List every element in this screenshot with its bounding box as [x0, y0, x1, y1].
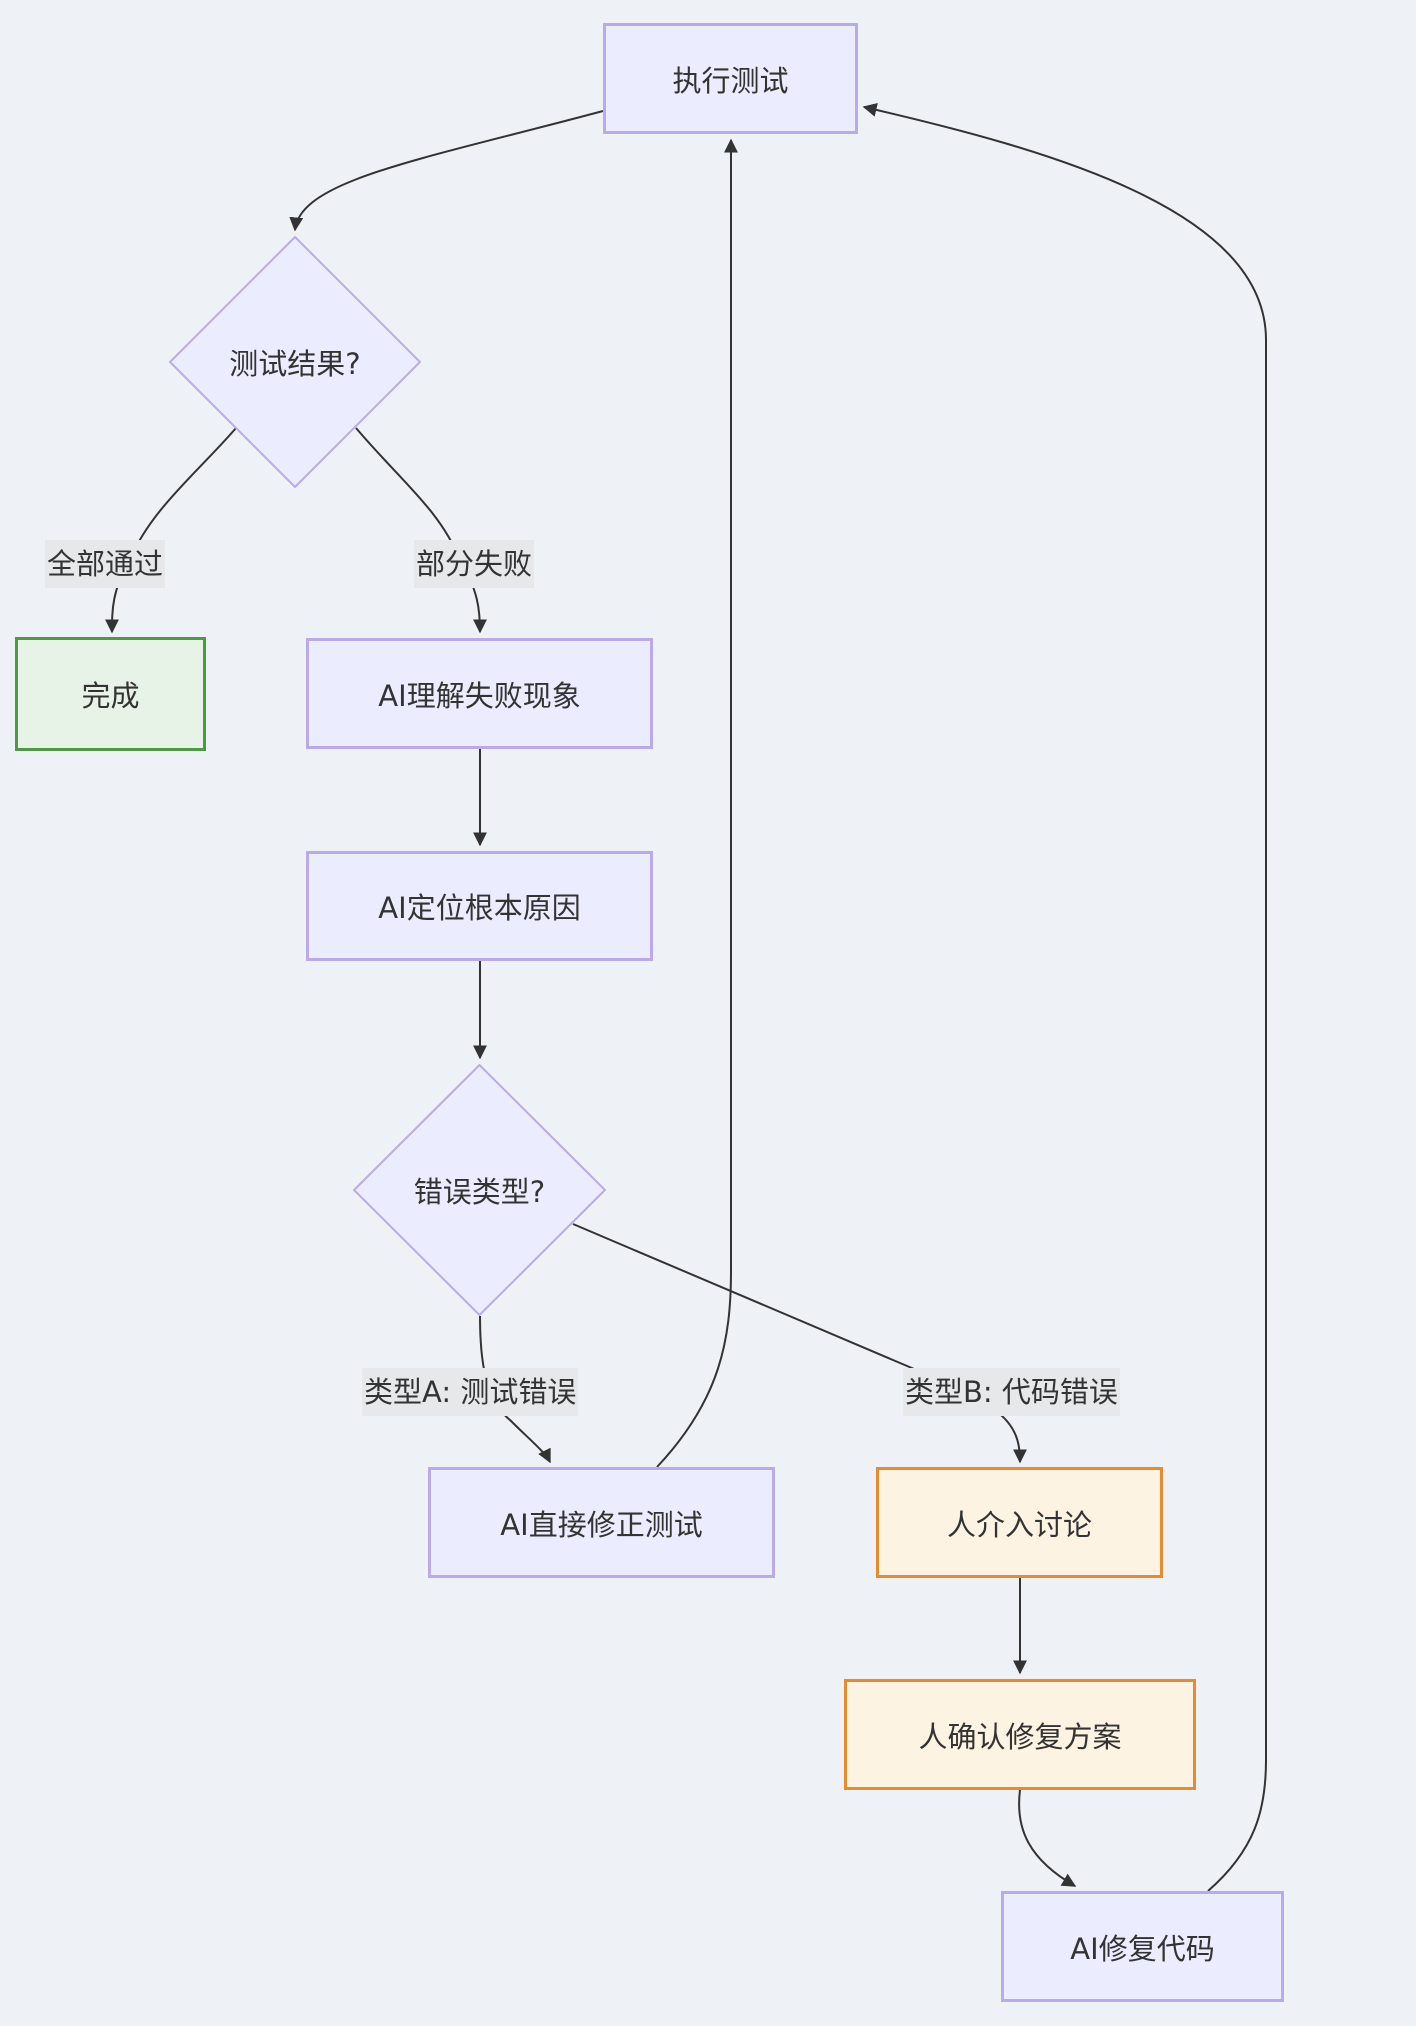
edge-label-type-b: 类型B: 代码错误: [903, 1368, 1120, 1416]
edge-fixtest-to-run: [656, 138, 738, 1468]
node-human-discuss-label: 人介入讨论: [946, 1507, 1092, 1542]
node-ai-locate-label: AI定位根本原因: [378, 891, 581, 925]
edge-label-type-a: 类型A: 测试错误: [362, 1368, 579, 1416]
decision-error-type-label: 错误类型?: [413, 1175, 546, 1209]
node-run-tests[interactable]: 执行测试: [603, 23, 858, 134]
node-human-confirm[interactable]: 人确认修复方案: [844, 1679, 1196, 1790]
decision-error-type[interactable]: 错误类型?: [353, 1064, 606, 1316]
node-run-tests-label: 执行测试: [672, 63, 789, 98]
node-ai-fix-test-label: AI直接修正测试: [500, 1507, 703, 1542]
edge-confirm-to-fixcode: [1018, 1789, 1077, 1887]
decision-test-result-label: 测试结果?: [229, 347, 361, 381]
edge-fixcode-to-run: [862, 103, 1267, 1892]
edge-label-partial-fail: 部分失败: [414, 540, 535, 588]
node-ai-fix-code[interactable]: AI修复代码: [1001, 1891, 1284, 2002]
node-human-discuss[interactable]: 人介入讨论: [876, 1467, 1163, 1578]
diamond-shape: [169, 236, 421, 488]
node-ai-locate[interactable]: AI定位根本原因: [306, 851, 653, 961]
edge-errortype-to-fixtest: [479, 1315, 551, 1464]
node-ai-fix-code-label: AI修复代码: [1070, 1931, 1215, 1966]
node-human-confirm-label: 人确认修复方案: [918, 1719, 1122, 1754]
node-ai-fix-test[interactable]: AI直接修正测试: [428, 1467, 775, 1578]
decision-test-result[interactable]: 测试结果?: [169, 236, 421, 488]
diamond-shape: [353, 1064, 606, 1316]
node-ai-understand[interactable]: AI理解失败现象: [306, 638, 653, 749]
node-ai-understand-label: AI理解失败现象: [378, 678, 581, 713]
edge-errortype-to-discuss: [572, 1223, 1027, 1464]
node-done[interactable]: 完成: [15, 637, 206, 751]
edge-run-to-result: [289, 110, 604, 232]
node-done-label: 完成: [81, 679, 140, 713]
edge-label-all-pass: 全部通过: [45, 540, 166, 588]
